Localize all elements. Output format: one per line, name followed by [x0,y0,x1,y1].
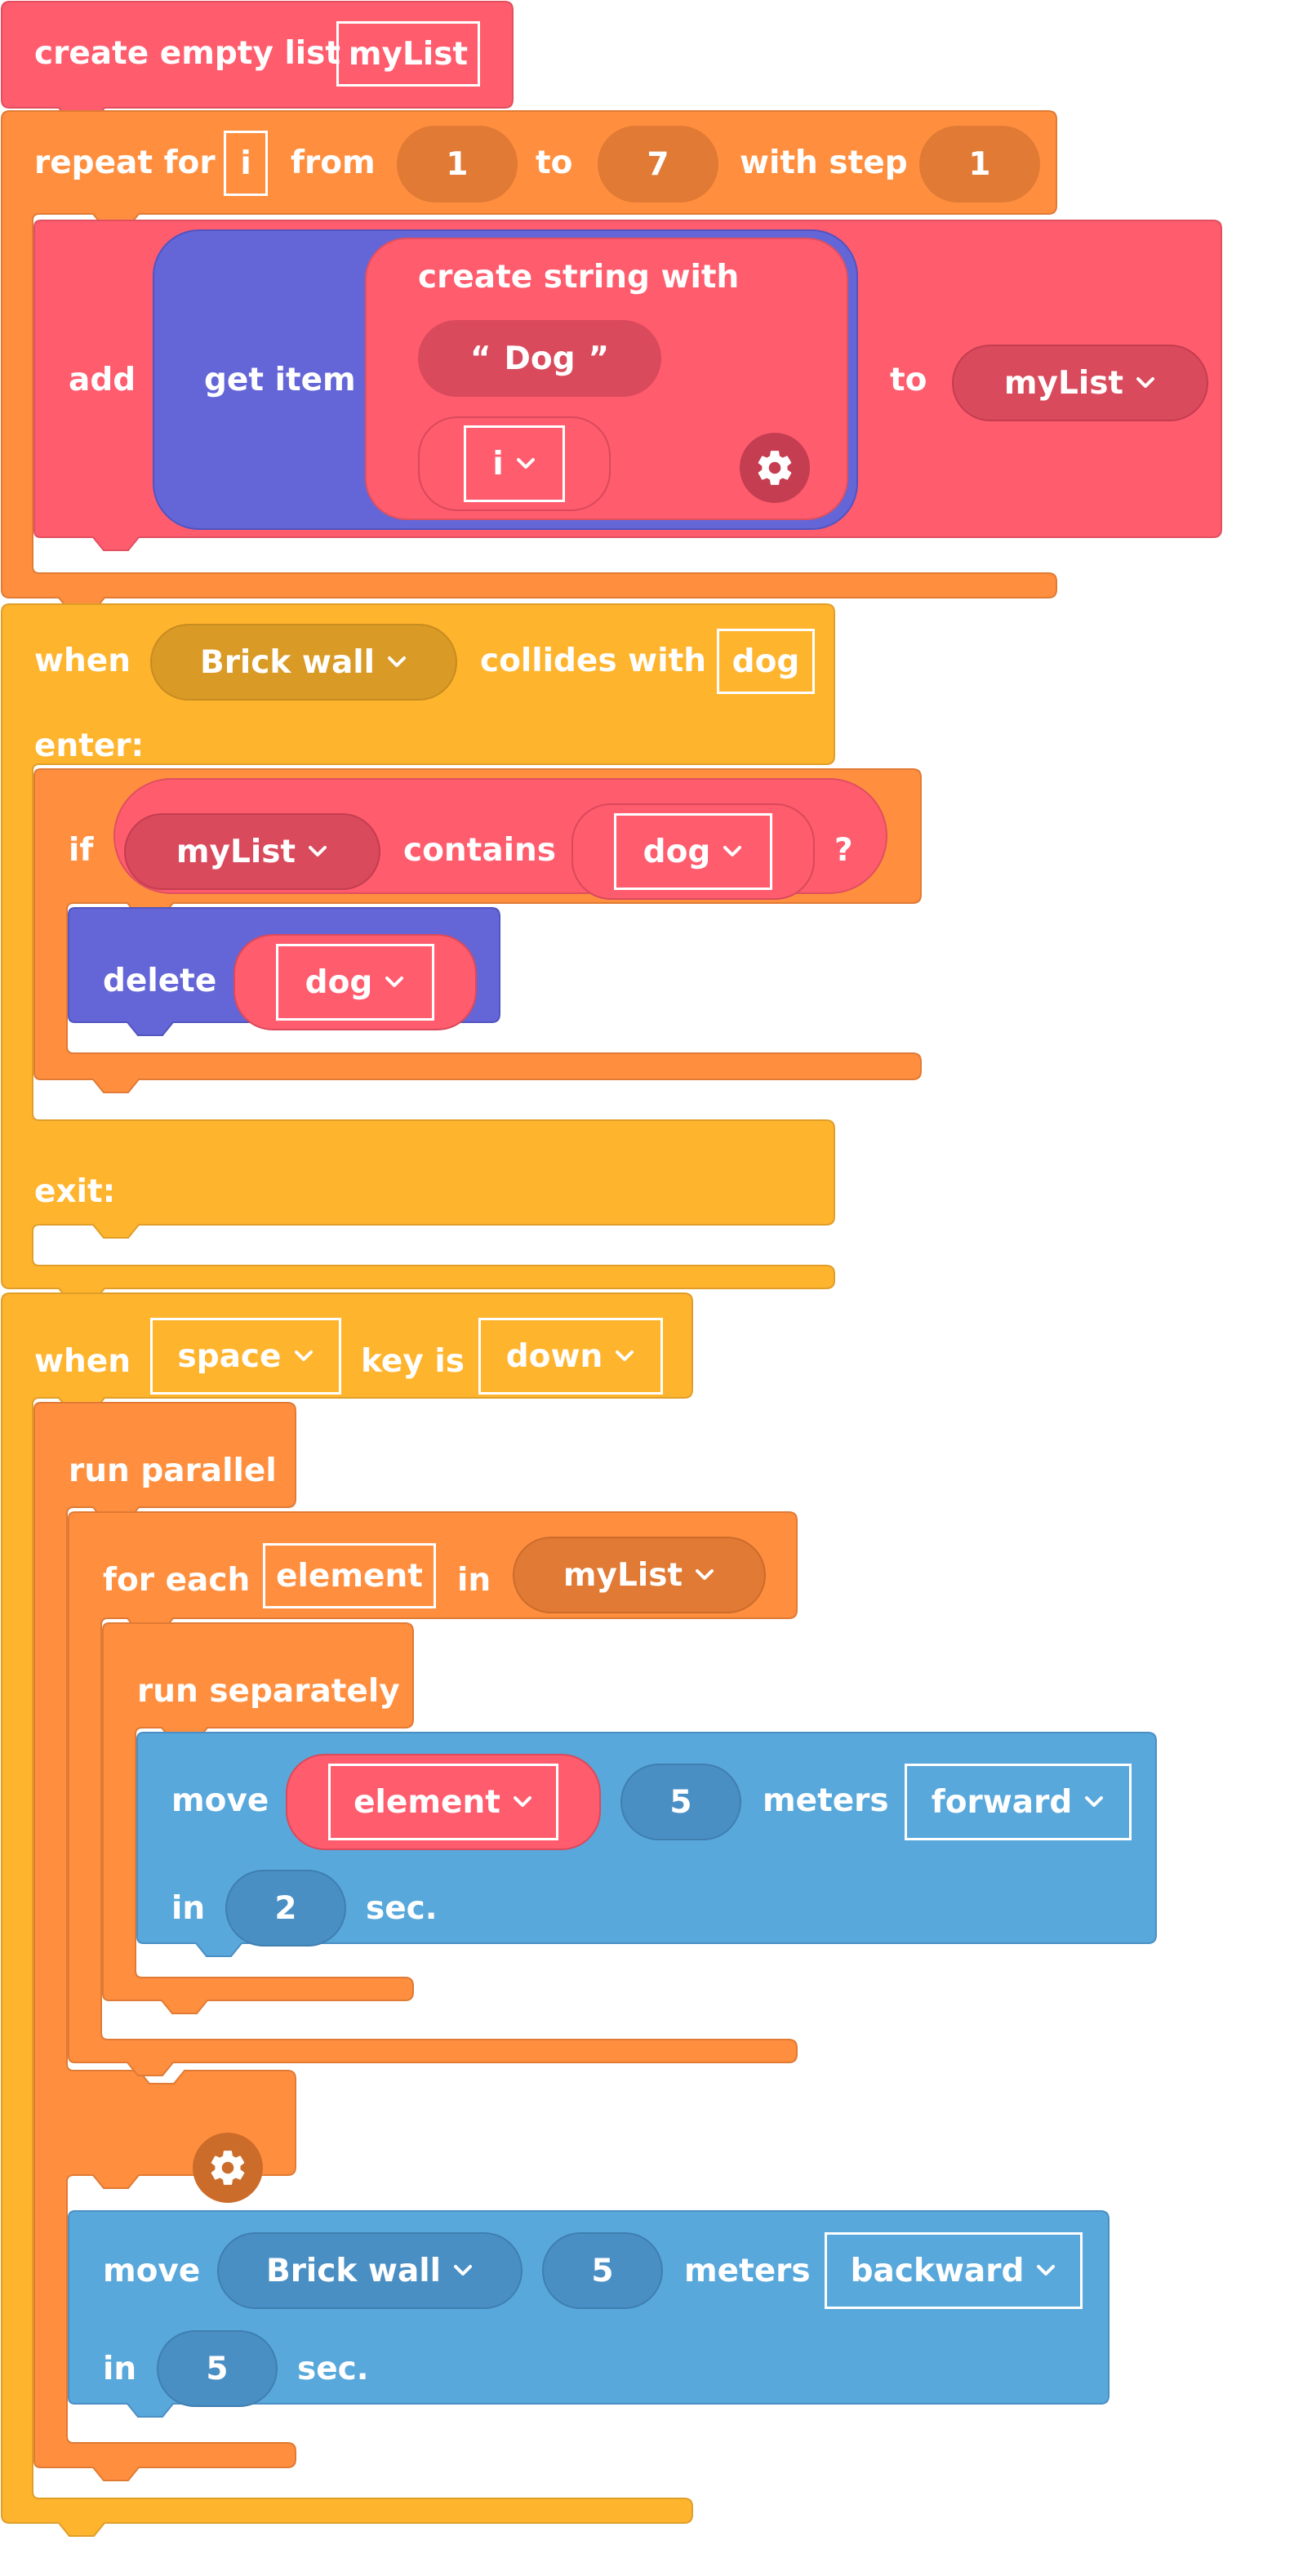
delete-target-value: dog [305,963,373,1001]
run-separately-block [102,1622,414,2014]
with-step-label: with step [740,145,908,181]
for-each-label: for each [103,1562,251,1599]
exit-label: exit: [34,1173,116,1210]
string-value[interactable]: Dog [504,340,576,377]
move2-time[interactable]: 5 [157,2330,278,2407]
move2-distance[interactable]: 5 [542,2232,663,2309]
var-i-dropdown[interactable]: i [464,425,565,502]
key-state-dropdown[interactable]: down [478,1318,663,1395]
move-distance[interactable]: 5 [620,1764,741,1840]
move-target-dropdown[interactable]: element [328,1764,558,1840]
quote-open: “ [469,340,491,377]
chevron-down-icon [1083,1795,1105,1809]
var-i-value: i [492,445,504,483]
item-dropdown[interactable]: dog [614,813,772,890]
to-value[interactable]: 7 [598,126,718,202]
direction-dropdown[interactable]: forward [905,1764,1132,1840]
sec-label: sec. [366,1890,438,1927]
create-string-label: create string with [418,259,740,296]
run-separately-label: run separately [137,1673,400,1710]
meters-label: meters [763,1782,889,1819]
enter-label: enter: [34,727,145,764]
key-value: space [177,1337,282,1375]
list-name-field[interactable]: myList [336,21,480,87]
question-mark: ? [834,832,853,869]
move-target-value: element [354,1783,500,1821]
chevron-down-icon [512,1795,533,1809]
for-each-list-value: myList [563,1556,683,1594]
string-literal[interactable]: “ Dog ” [418,320,661,397]
run-parallel-label: run parallel [69,1453,277,1489]
move2-sec-label: sec. [297,2351,369,2387]
collides-with-label: collides with [480,643,706,679]
move2-meters-label: meters [684,2253,811,2289]
item-reporter[interactable]: dog [571,803,815,900]
if-label: if [69,832,94,869]
delete-label: delete [103,963,217,999]
in-time-label: in [171,1890,206,1927]
repeat-for-label: repeat for [34,145,216,181]
get-item-label: get item [204,362,356,398]
when-key-label: when [34,1343,131,1380]
add-label: add [69,362,136,398]
chevron-down-icon [1035,2263,1056,2278]
list-dropdown[interactable]: myList [952,345,1208,421]
object-dropdown-value: Brick wall [199,643,376,681]
direction-value: forward [931,1783,1073,1821]
delete-target-reporter[interactable]: dog [233,934,477,1030]
chevron-down-icon [386,655,407,670]
chevron-down-icon [384,975,405,990]
key-event-block [1,1292,693,2537]
chevron-down-icon [1135,376,1156,390]
to-label: to [536,145,573,181]
move2-direction-value: backward [850,2252,1025,2289]
loop-var-field[interactable]: i [224,131,268,196]
chevron-down-icon [452,2263,474,2278]
move2-direction-dropdown[interactable]: backward [825,2232,1083,2309]
chevron-down-icon [722,844,743,859]
move2-target-dropdown[interactable]: Brick wall [217,2232,523,2309]
if-list-value: myList [176,833,296,870]
list-dropdown-value: myList [1003,364,1124,402]
move-time[interactable]: 2 [225,1870,346,1946]
object-dropdown[interactable]: Brick wall [150,624,457,701]
for-each-list-dropdown[interactable]: myList [513,1537,766,1613]
move-label: move [171,1782,269,1819]
chevron-down-icon [515,456,536,471]
when-label: when [34,643,131,679]
in-label: in [457,1562,491,1599]
contains-label: contains [403,832,556,869]
create-list-label: create empty list [34,35,341,72]
gear-icon[interactable] [740,433,810,503]
move2-target-value: Brick wall [265,2252,442,2289]
delete-target-dropdown[interactable]: dog [276,944,434,1021]
move-target-reporter[interactable]: element [286,1754,601,1850]
chevron-down-icon [614,1349,635,1364]
gear-icon[interactable] [193,2133,263,2203]
item-dropdown-value: dog [643,833,711,870]
var-i-reporter[interactable]: i [418,416,611,511]
key-state-value: down [505,1337,603,1375]
move2-in-label: in [103,2351,137,2387]
move2-label: move [103,2253,201,2289]
chevron-down-icon [293,1349,314,1364]
key-is-label: key is [361,1343,465,1380]
for-each-var-field[interactable]: element [263,1543,436,1608]
step-value[interactable]: 1 [919,126,1040,202]
quote-close: ” [588,340,610,377]
chevron-down-icon [694,1568,715,1582]
from-value[interactable]: 1 [397,126,518,202]
collide-target-field[interactable]: dog [717,629,815,694]
to-list-label: to [890,362,927,398]
from-label: from [291,145,376,181]
if-list-dropdown[interactable]: myList [124,813,380,890]
chevron-down-icon [307,844,328,859]
key-dropdown[interactable]: space [150,1318,341,1395]
